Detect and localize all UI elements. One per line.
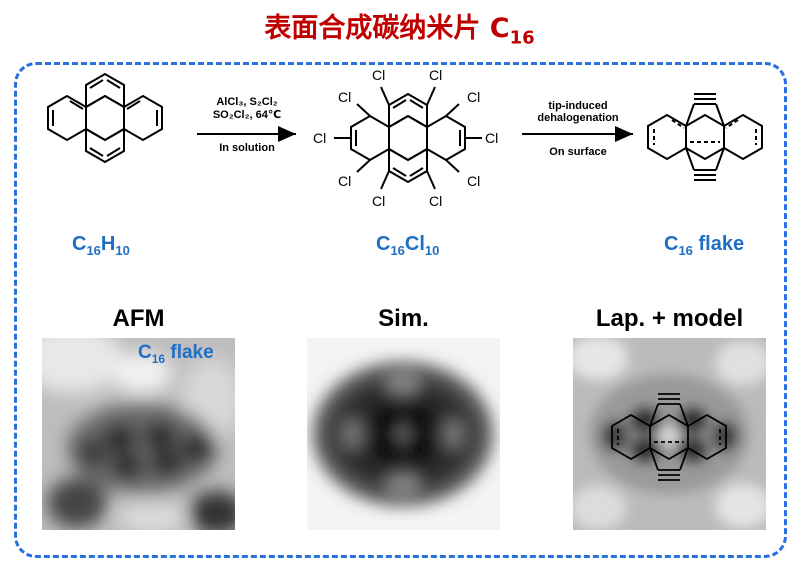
cl-atom-label: Cl	[372, 67, 385, 83]
pyrene-formula: C16H10	[72, 233, 130, 258]
model-overlay	[611, 393, 727, 481]
dashed-frame	[14, 62, 787, 558]
cl-atom-label: Cl	[338, 89, 351, 105]
afm-panel-title: AFM	[112, 305, 165, 332]
sim-panel-title: Sim.	[378, 305, 429, 332]
cl-atom-label: Cl	[338, 173, 351, 189]
cl-atom-label: Cl	[467, 173, 480, 189]
cl-atom-label: Cl	[429, 67, 442, 83]
cl-atom-label: Cl	[467, 89, 480, 105]
pyrene-structure	[47, 72, 163, 164]
afm-image	[42, 338, 235, 530]
cl-atom-label: Cl	[372, 193, 385, 209]
c16-flake-structure	[647, 93, 763, 181]
lap-model-image	[573, 338, 766, 530]
chlorinated-formula: C16Cl10	[376, 233, 440, 258]
cl-atom-label: Cl	[429, 193, 442, 209]
sim-image	[307, 338, 500, 530]
flake-formula: C16 flake	[664, 233, 745, 258]
reaction-2-conditions: tip-induced dehalogenation	[537, 100, 619, 124]
reaction-1-conditions: AlCl₃, S₂Cl₂ SO₂Cl₂, 64℃	[212, 96, 282, 121]
lap-panel-title: Lap. + model	[595, 305, 744, 332]
afm-inset-label: C16 flake	[138, 342, 214, 366]
reaction-1-medium: In solution	[219, 142, 275, 154]
cl-atom-label: Cl	[485, 130, 498, 146]
cl-atom-label: Cl	[313, 130, 326, 146]
chlorinated-pyrene-structure	[334, 86, 482, 190]
reaction-2-medium: On surface	[549, 146, 607, 158]
figure-title: 表面合成碳纳米片 C16	[264, 13, 535, 49]
